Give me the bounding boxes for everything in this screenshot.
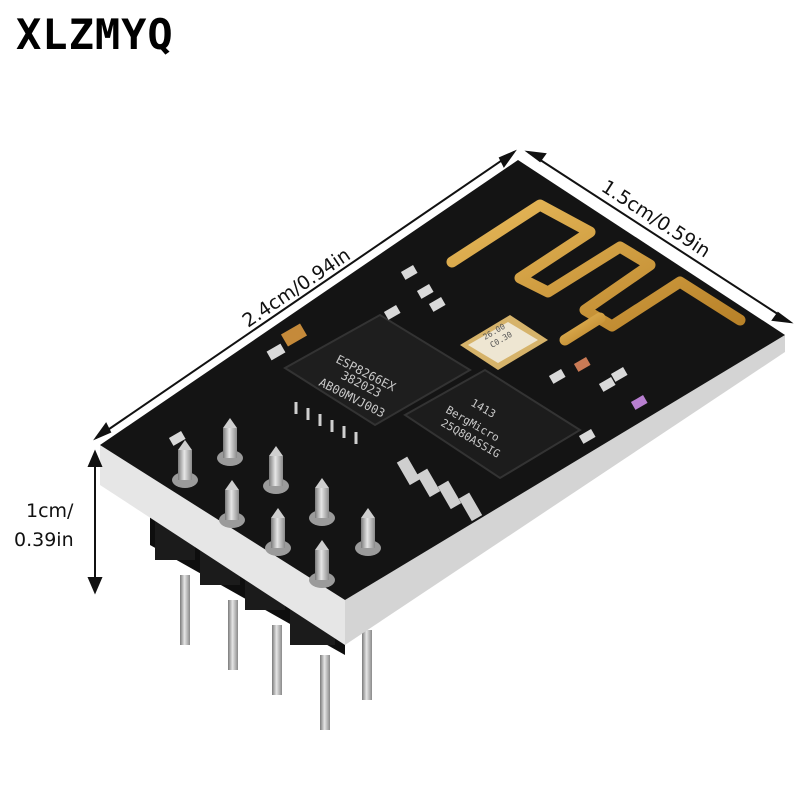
dimension-height-label-2: 0.39in (14, 529, 74, 551)
header-pins-bottom (180, 575, 372, 730)
dimension-line-height (87, 449, 103, 595)
dimension-height-label-1: 1cm/ (26, 500, 74, 522)
dimension-line-length (93, 149, 517, 441)
esp8266-chip: ESP8266EX 382023 AB00MVJ003 (283, 313, 472, 444)
smd-components (168, 265, 648, 446)
pcb-antenna-trace (446, 199, 746, 346)
dimension-line-width (524, 150, 794, 324)
header-pins-top (172, 418, 381, 588)
flash-chip: BergMicro 25Q80ASSIG 1413 (396, 368, 582, 522)
pcb-edge (100, 445, 345, 645)
brand-logo-text: XLZMYQ (16, 10, 174, 59)
